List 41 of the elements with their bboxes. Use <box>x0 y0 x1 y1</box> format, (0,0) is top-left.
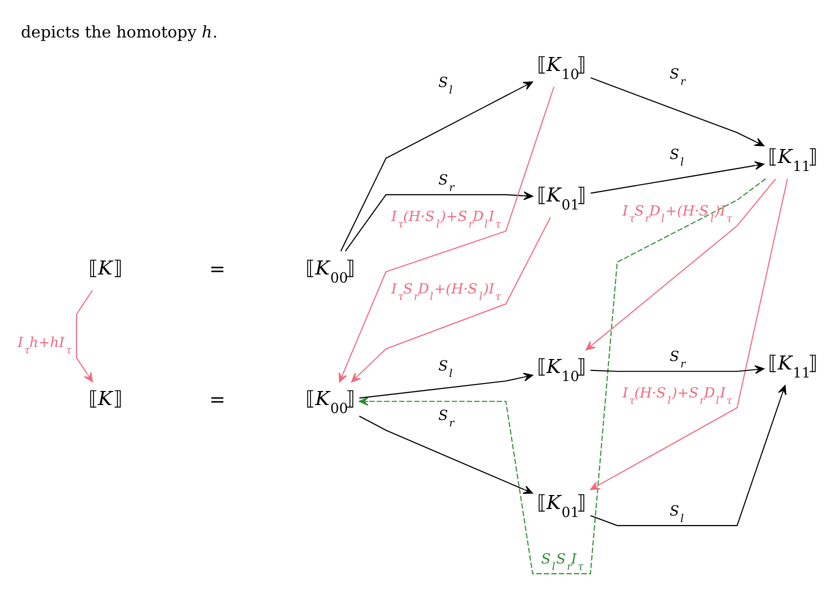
arrow <box>590 384 786 526</box>
arrow <box>338 86 554 382</box>
label: = <box>209 256 226 280</box>
node-text: ⟦K$_{01}$⟧ <box>536 183 586 214</box>
node-text: ⟦K$_{00}$⟧ <box>306 256 354 286</box>
arrow <box>590 178 788 490</box>
edge-label: I$_{τ}$S$_{r}$D$_{l}$+(H·S$_{l}$)I$_{τ}$ <box>622 202 732 224</box>
arrow <box>590 364 764 374</box>
node-text: ⟦K$_{10}$⟧ <box>536 354 586 384</box>
node-text: ⟦K⟧ <box>88 386 122 410</box>
edge-label: S$_{l}$ <box>438 358 453 380</box>
edge-label: S$_{r}$ <box>670 66 686 88</box>
edge-label: S$_{r}$ <box>670 348 686 370</box>
edge-label: I$_{τ}$S$_{r}$D$_{l}$+(H·S$_{l}$)I$_{τ}$ <box>391 281 502 303</box>
label: = <box>209 388 226 411</box>
arrow <box>351 216 551 382</box>
arrow <box>344 190 534 251</box>
node-text: ⟦K$_{11}$⟧ <box>768 144 817 175</box>
edge-label: S$_{l}$ <box>670 146 684 168</box>
edge-label: I$_{τ}$(H·S$_{l}$)+S$_{r}$D$_{l}$I$_{τ}$ <box>622 384 732 406</box>
node-text: ⟦K⟧ <box>88 256 122 279</box>
arrow <box>358 178 766 574</box>
edge-label: S$_{l}$ <box>670 502 684 524</box>
arrow <box>590 160 764 194</box>
arrow <box>586 178 776 350</box>
edge-label: I$_{τ}$(H·S$_{l}$)+S$_{r}$D$_{l}$I$_{τ}$ <box>391 208 502 230</box>
arrow <box>76 290 93 382</box>
node-text: ⟦K$_{01}$⟧ <box>536 490 586 520</box>
node-text: ⟦K$_{11}$⟧ <box>768 351 817 382</box>
arrow <box>590 76 764 146</box>
arrow <box>340 80 533 251</box>
edge-label: S$_{l}$ <box>438 74 453 96</box>
edge-label: S$_{r}$ <box>438 172 454 194</box>
arrow <box>359 372 534 398</box>
edge-label: S$_{r}$ <box>438 407 454 429</box>
node-text: ⟦K$_{00}$⟧ <box>306 386 354 416</box>
edge-label: I$_{τ}$h+hI$_{τ}$ <box>18 334 72 356</box>
diagram-title: depicts the homotopy h. <box>20 22 218 41</box>
arrow <box>359 415 533 494</box>
node-text: ⟦K$_{10}$⟧ <box>536 52 586 82</box>
edge-label: S$_{l}$S$_{r}$I$_{τ}$ <box>541 550 584 572</box>
